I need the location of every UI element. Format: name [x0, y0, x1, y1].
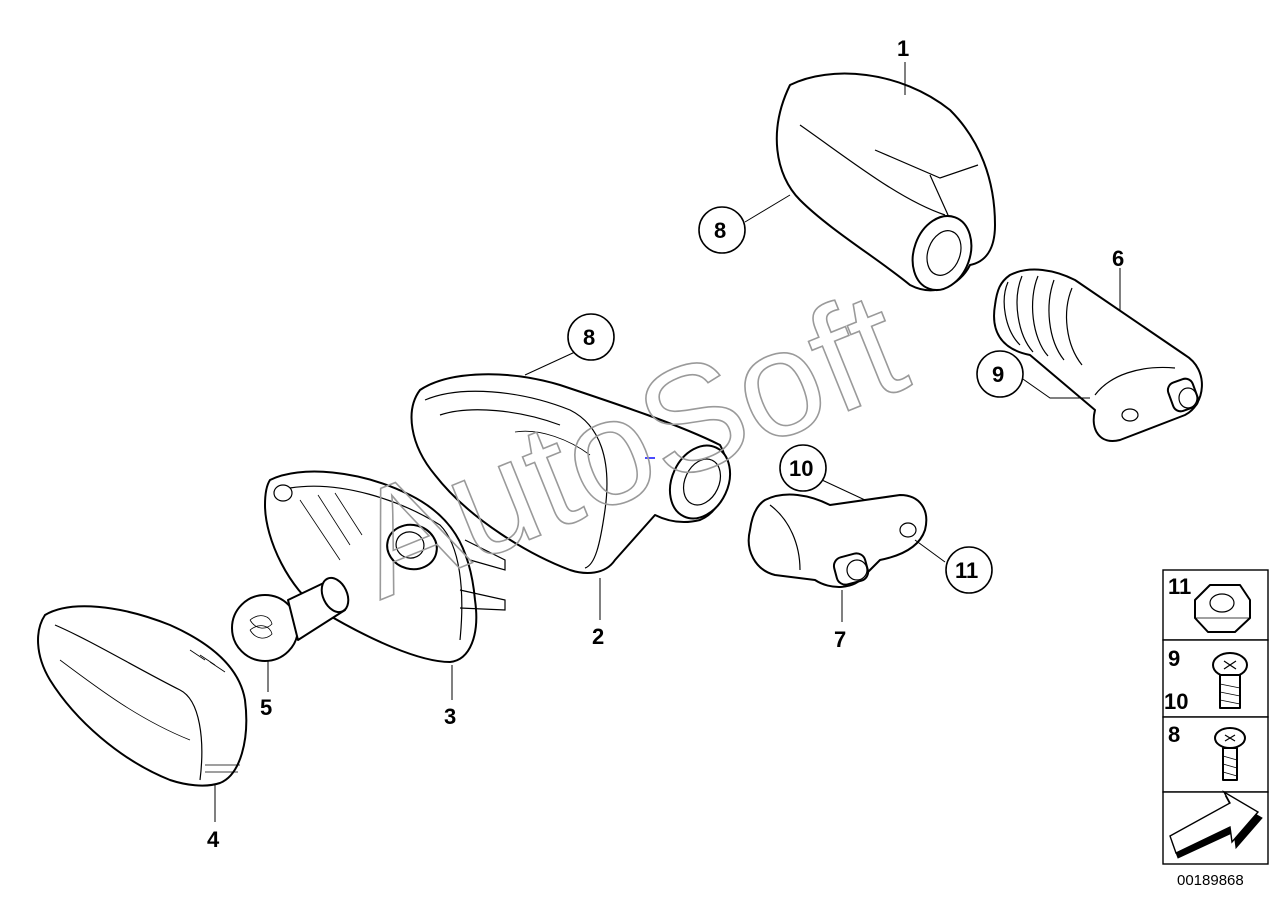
callout-8b: 8 — [583, 325, 595, 350]
callout-7: 7 — [834, 627, 846, 652]
nut-icon — [1194, 584, 1251, 633]
callout-8b-circle — [567, 313, 615, 361]
callout-9-circle — [976, 350, 1024, 398]
part-2-housing — [410, 373, 732, 574]
legend-nut-label: 11 — [1168, 574, 1191, 599]
document-number: 00189868 — [1177, 872, 1244, 889]
callout-2: 2 — [592, 624, 604, 649]
legend-screw-label-9: 9 — [1168, 646, 1180, 671]
part-5-bulb — [231, 576, 350, 662]
callout-3: 3 — [444, 704, 456, 729]
legend-screw-label-10: 10 — [1164, 689, 1188, 714]
callout-10-circle — [779, 444, 827, 492]
callout-11-circle — [945, 546, 993, 594]
part-3-reflector — [264, 470, 506, 663]
callout-8a-circle — [698, 206, 746, 254]
direction-arrow-icon — [1169, 790, 1263, 859]
small-screw-icon — [1214, 727, 1246, 781]
callout-1: 1 — [897, 36, 909, 61]
callout-5: 5 — [260, 695, 272, 720]
callout-10: 10 — [789, 456, 813, 481]
screw-icon — [1212, 652, 1248, 709]
hardware-legend: 11 9 10 8 — [1162, 569, 1269, 865]
part-7-bracket — [747, 493, 928, 588]
callout-9: 9 — [992, 362, 1004, 387]
leader-lines — [214, 62, 1121, 822]
legend-small-screw-label: 8 — [1168, 722, 1180, 747]
part-4-lens — [37, 605, 248, 787]
part-1-housing — [775, 72, 996, 292]
callout-11: 11 — [955, 558, 978, 583]
callout-6: 6 — [1112, 246, 1124, 271]
callout-4: 4 — [207, 827, 220, 852]
callout-8a: 8 — [714, 218, 726, 243]
part-6-arm — [993, 268, 1203, 442]
